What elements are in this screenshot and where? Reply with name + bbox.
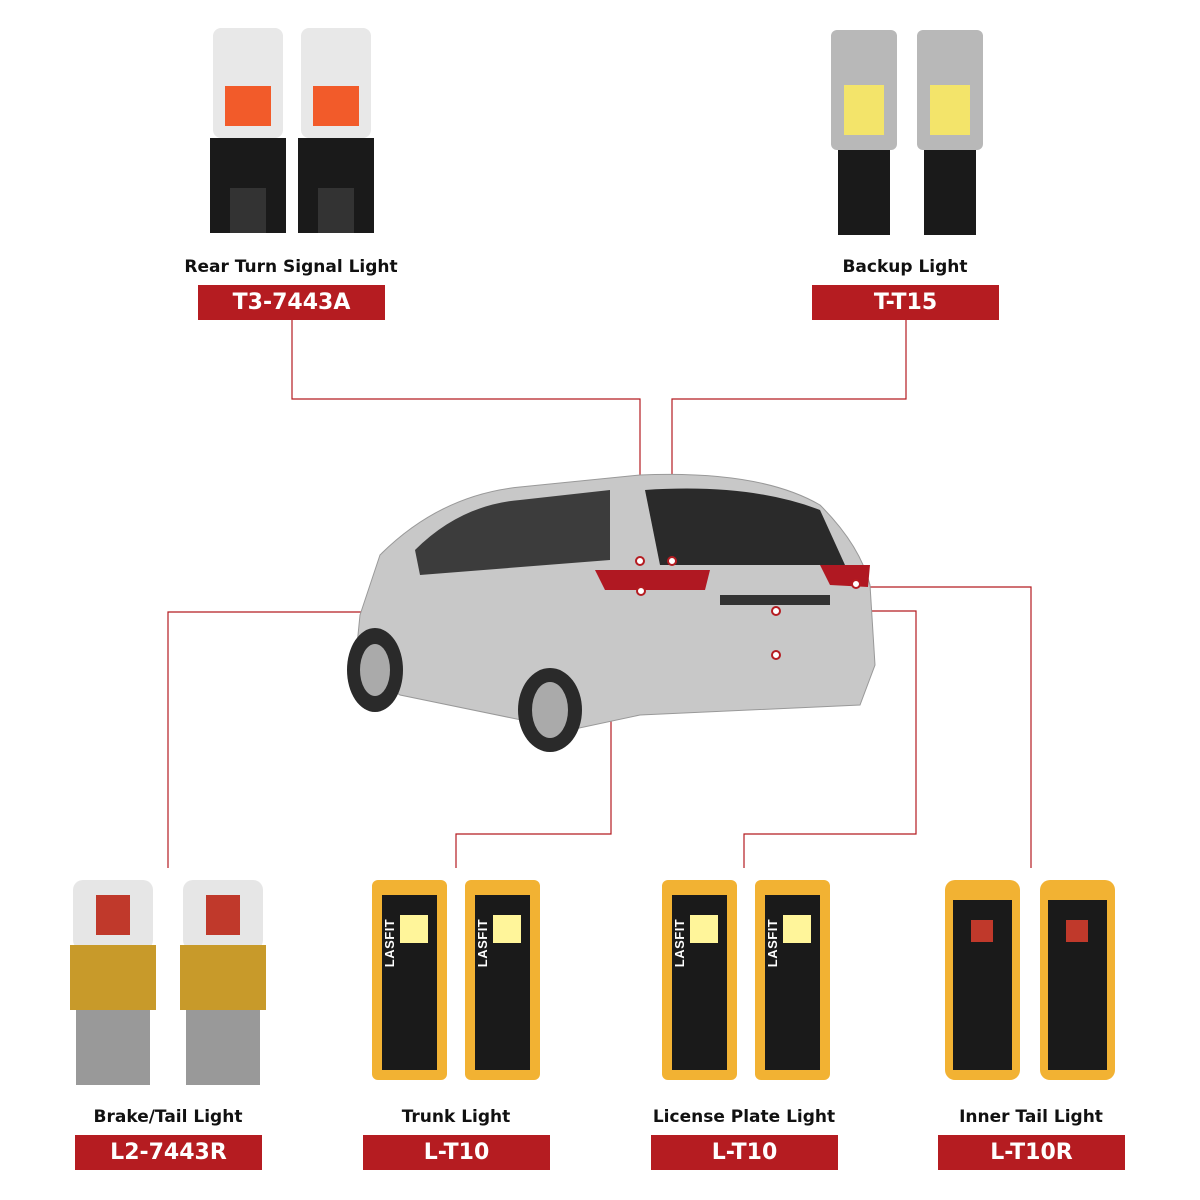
brand-logo-text: LASFIT bbox=[672, 918, 687, 968]
line-inner-tail bbox=[856, 586, 1032, 868]
trunk-l-t10-bulbs-image bbox=[372, 880, 540, 1080]
brand-logo-text: LASFIT bbox=[382, 918, 397, 968]
product-code: L2-7443R bbox=[75, 1135, 262, 1170]
l2-7443r-bulbs-image bbox=[70, 880, 266, 1085]
brand-logo-text: LASFIT bbox=[475, 918, 490, 968]
license-l-t10-bulbs-image bbox=[662, 880, 830, 1080]
product-name: Inner Tail Light bbox=[959, 1107, 1103, 1127]
brand-logo-text: LASFIT bbox=[765, 918, 780, 968]
t3-7443a-bulbs-image bbox=[210, 28, 374, 233]
product-code: T-T15 bbox=[812, 285, 999, 320]
product-code: L-T10 bbox=[363, 1135, 550, 1170]
product-code: L-T10 bbox=[651, 1135, 838, 1170]
product-name: Brake/Tail Light bbox=[93, 1107, 243, 1127]
t-t15-bulbs-image bbox=[831, 30, 983, 235]
product-name: Rear Turn Signal Light bbox=[184, 257, 398, 277]
l-t10r-bulbs-image bbox=[945, 880, 1115, 1080]
product-code: L-T10R bbox=[938, 1135, 1125, 1170]
product-code: T3-7443A bbox=[198, 285, 385, 320]
product-name: Trunk Light bbox=[401, 1107, 511, 1127]
product-name: License Plate Light bbox=[652, 1107, 836, 1127]
product-name: Backup Light bbox=[842, 257, 968, 277]
minivan-image bbox=[347, 473, 876, 752]
